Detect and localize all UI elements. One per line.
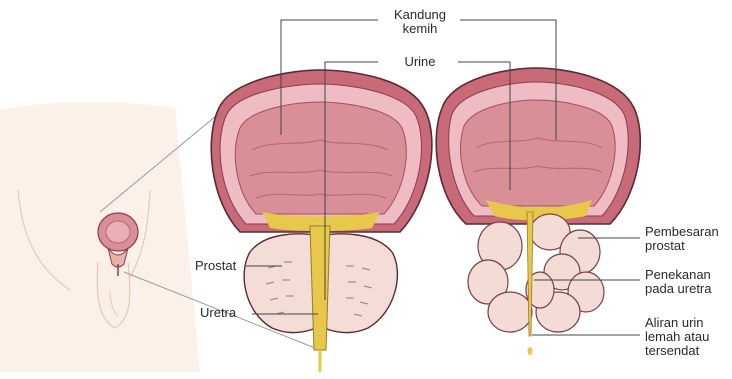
label-aliran-urin: Aliran urin lemah atau tersendat bbox=[645, 316, 709, 358]
enlarged-prostate-bladder bbox=[436, 68, 640, 355]
label-uretra: Uretra bbox=[200, 306, 236, 320]
label-penekanan-uretra: Penekanan pada uretra bbox=[645, 268, 712, 296]
label-aliran-urin-line2: lemah atau bbox=[645, 330, 709, 344]
label-kandung-kemih-line1: Kandung bbox=[382, 8, 458, 22]
label-pembesaran-prostat: Pembesaran prostat bbox=[645, 225, 719, 253]
label-urine: Urine bbox=[382, 55, 458, 69]
label-kandung-kemih: Kandung kemih bbox=[382, 8, 458, 36]
label-prostat: Prostat bbox=[195, 259, 236, 273]
label-penekanan-uretra-line2: pada uretra bbox=[645, 282, 712, 296]
label-penekanan-uretra-line1: Penekanan bbox=[645, 268, 712, 282]
label-pembesaran-prostat-line2: prostat bbox=[645, 239, 719, 253]
label-pembesaran-prostat-line1: Pembesaran bbox=[645, 225, 719, 239]
label-aliran-urin-line1: Aliran urin bbox=[645, 316, 709, 330]
label-kandung-kemih-line2: kemih bbox=[382, 22, 458, 36]
normal-bladder bbox=[211, 70, 432, 372]
label-aliran-urin-line3: tersendat bbox=[645, 344, 709, 358]
torso-figure bbox=[0, 102, 200, 372]
